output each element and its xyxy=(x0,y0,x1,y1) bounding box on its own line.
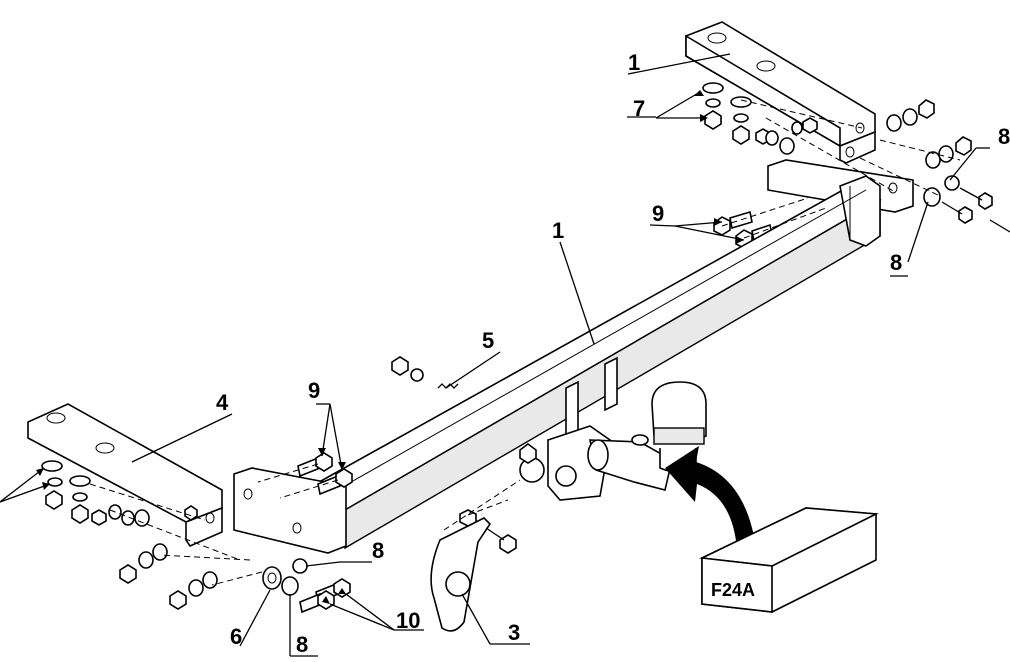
f24a-label: F24A xyxy=(711,580,755,600)
label-1-crossbar: 1 xyxy=(552,218,564,243)
left-bracket xyxy=(27,403,223,548)
label-8-bottom: 8 xyxy=(296,632,308,657)
label-8-right-lower: 8 xyxy=(890,250,902,275)
label-1-top: 1 xyxy=(628,50,640,75)
fitting-arrow xyxy=(665,446,756,550)
leader-lines xyxy=(0,53,1010,657)
top-washers-nuts xyxy=(702,82,818,155)
tow-ball-neck xyxy=(519,381,707,501)
label-9-left: 9 xyxy=(308,378,320,403)
socket-plate xyxy=(430,509,517,632)
label-5: 5 xyxy=(482,328,494,353)
label-8-lower: 8 xyxy=(372,538,384,563)
label-6: 6 xyxy=(230,624,242,649)
f24a-box: F24A xyxy=(699,507,879,613)
right-nuts-washers xyxy=(886,99,993,224)
left-bolts xyxy=(297,452,353,496)
part-number-labels: 1 7 8 9 8 1 5 9 4 8 6 8 10 3 xyxy=(216,50,1010,657)
label-8-right-upper: 8 xyxy=(998,124,1010,149)
crossbar-clip xyxy=(391,356,618,438)
label-9-top: 9 xyxy=(652,201,664,226)
left-mounting-plate xyxy=(233,467,347,554)
label-4: 4 xyxy=(216,390,229,415)
top-right-bracket xyxy=(685,21,876,164)
label-3: 3 xyxy=(508,620,520,645)
lower-fasteners xyxy=(262,558,351,614)
label-10: 10 xyxy=(396,608,420,633)
label-7: 7 xyxy=(633,96,645,121)
assembly-lines xyxy=(89,99,961,586)
